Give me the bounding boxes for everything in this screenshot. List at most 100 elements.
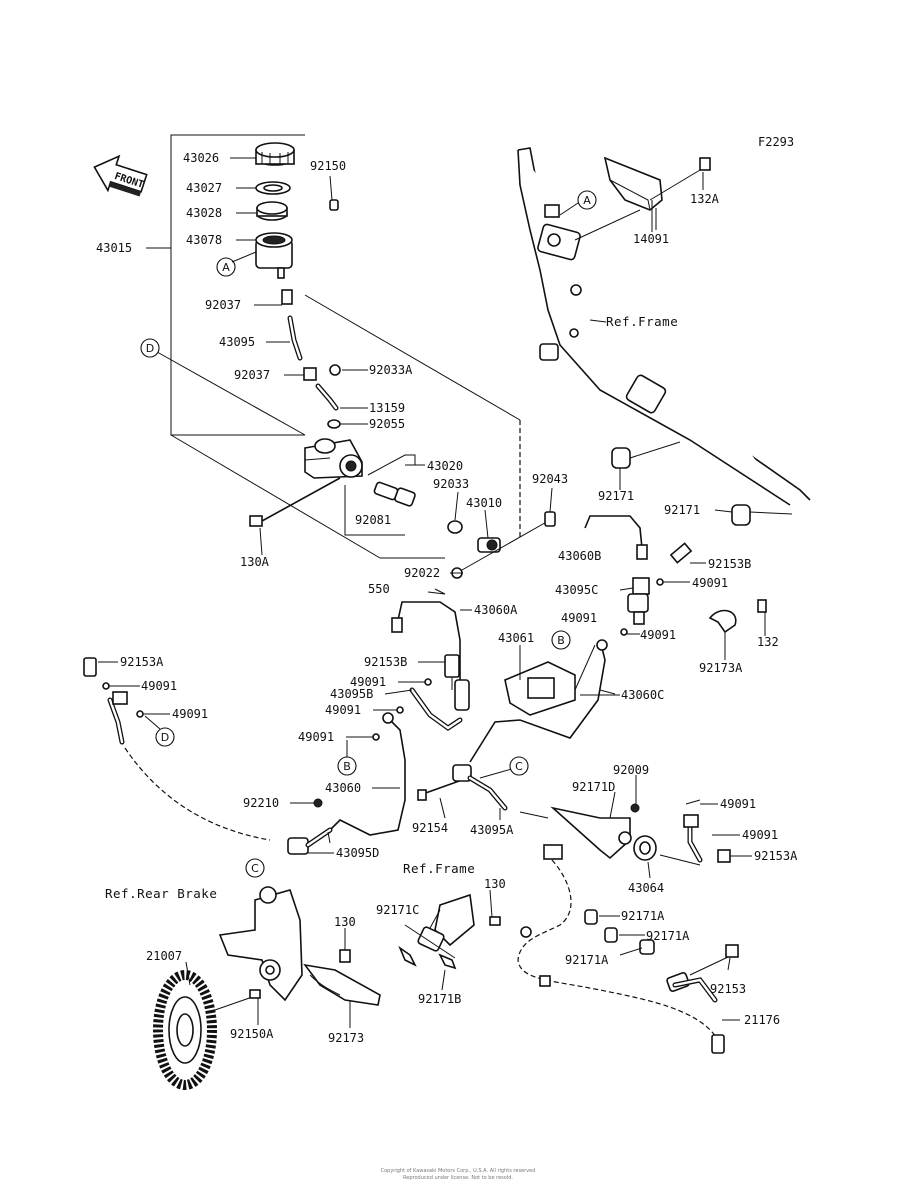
part-label: 13159	[369, 401, 405, 415]
diagram-code: F2293	[758, 135, 794, 149]
part-label: 49091	[742, 828, 778, 842]
bolt-132A	[649, 157, 711, 201]
part-label: 43027	[186, 181, 222, 195]
grommet-92171-a	[611, 441, 681, 469]
boot-43010	[477, 537, 501, 553]
ref-frame-label-middle: Ref.Frame	[403, 861, 475, 876]
leader-lines	[98, 157, 766, 1028]
part-label: 92153	[710, 982, 746, 996]
part-label: 92022	[404, 566, 440, 580]
bolt-92153A-left	[83, 657, 97, 677]
master-cylinder-bracket	[146, 134, 305, 436]
bolt-130-left	[339, 949, 351, 963]
part-label: 92153A	[754, 849, 798, 863]
part-label: 21007	[146, 949, 182, 963]
ref-circle-d-lower: D	[144, 715, 175, 747]
part-label: 43095D	[336, 846, 379, 860]
abs-sensor-cable-21176	[517, 844, 725, 1054]
part-label: 130	[484, 877, 506, 891]
part-label: 43028	[186, 206, 222, 220]
bolt-130A	[249, 477, 341, 527]
part-label: 43095	[219, 335, 255, 349]
ref-circle-label: D	[146, 342, 154, 355]
hose-43095A	[452, 764, 508, 811]
o-ring-92055	[327, 419, 341, 429]
ref-circle-label: C	[515, 760, 523, 773]
part-label: 92009	[613, 763, 649, 777]
grommet-92171-b	[731, 504, 793, 526]
part-label: 92033A	[369, 363, 413, 377]
banjo-43095C	[627, 577, 650, 625]
ref-circle-b-mid: B	[551, 630, 571, 650]
part-label: 49091	[350, 675, 386, 689]
part-label: 43064	[628, 881, 664, 895]
brake-pipe-43060A	[391, 601, 461, 680]
brake-disc-21007	[153, 970, 217, 1090]
bracket-92171B	[398, 945, 457, 970]
part-label: 92033	[433, 477, 469, 491]
part-label: 43095C	[555, 583, 598, 597]
bolt-92210	[313, 798, 323, 808]
diaphragm	[256, 201, 288, 221]
part-label: 43061	[498, 631, 534, 645]
bleeder-92043	[544, 511, 556, 527]
ref-circle-label: B	[557, 634, 565, 647]
bolt-92009	[630, 803, 640, 813]
part-label: 49091	[172, 707, 208, 721]
ref-rear-brake-label: Ref.Rear Brake	[105, 886, 217, 901]
bracket-92173	[303, 963, 381, 1006]
bracket-14091	[603, 156, 663, 211]
part-label: 130A	[240, 555, 270, 569]
part-label: 92154	[412, 821, 448, 835]
part-label: 130	[334, 915, 356, 929]
rear-caliper-bracket	[218, 886, 303, 1002]
footer-copyright: Copyright of Kawasaki Motors Corp., U.S.…	[381, 1168, 536, 1174]
ref-circle-label: A	[583, 194, 591, 207]
part-label: 92150A	[230, 1027, 274, 1041]
bracket-92171C	[404, 893, 475, 959]
rear-hose-right	[659, 799, 731, 866]
ref-circle-b-left: B	[337, 740, 357, 776]
ref-circle-label: B	[343, 760, 351, 773]
part-label: 92210	[243, 796, 279, 810]
bolt-92154	[417, 779, 463, 801]
part-label: 49091	[298, 730, 334, 744]
part-label: 132A	[690, 192, 720, 206]
master-cylinder-body	[304, 438, 363, 479]
part-label: 92171A	[621, 909, 665, 923]
part-label: 92171	[664, 503, 700, 517]
clip-92033A	[329, 364, 341, 376]
part-label: 92055	[369, 417, 405, 431]
ref-circle-c-left: C	[245, 858, 265, 878]
part-label: 43095B	[330, 687, 373, 701]
part-label: 43060B	[558, 549, 601, 563]
ref-circle-c-right: C	[509, 756, 529, 776]
part-label: 43095A	[470, 823, 514, 837]
part-label: 43026	[183, 151, 219, 165]
ref-circle-label: A	[222, 261, 230, 274]
part-label: 550	[368, 582, 390, 596]
part-label: 49091	[325, 703, 361, 717]
bracket-43061	[504, 644, 596, 716]
part-label: 92173	[328, 1031, 364, 1045]
left-rear-hose	[107, 691, 271, 841]
part-label: 43060	[325, 781, 361, 795]
part-label: 43078	[186, 233, 222, 247]
part-label: 49091	[141, 679, 177, 693]
piston-kit-43020	[373, 481, 416, 507]
part-label: 43015	[96, 241, 132, 255]
bolt-92153B-upper	[669, 542, 693, 564]
part-number-labels: 43026 92150 43027 43028 43078 43015 9203…	[96, 151, 798, 1045]
part-label: 132	[757, 635, 779, 649]
part-label: 92150	[310, 159, 346, 173]
part-label: 92171	[598, 489, 634, 503]
bolt-130-mid	[489, 916, 501, 926]
ref-frame-label-upper: Ref.Frame	[606, 314, 678, 329]
bolt-92150	[329, 199, 339, 211]
part-label: 49091	[720, 797, 756, 811]
ref-circle-d-upper: D	[140, 338, 160, 358]
part-label: 43060C	[621, 688, 664, 702]
part-label: 43060A	[474, 603, 518, 617]
part-label: 92153B	[364, 655, 407, 669]
brake-pipe-43060C	[469, 639, 616, 763]
